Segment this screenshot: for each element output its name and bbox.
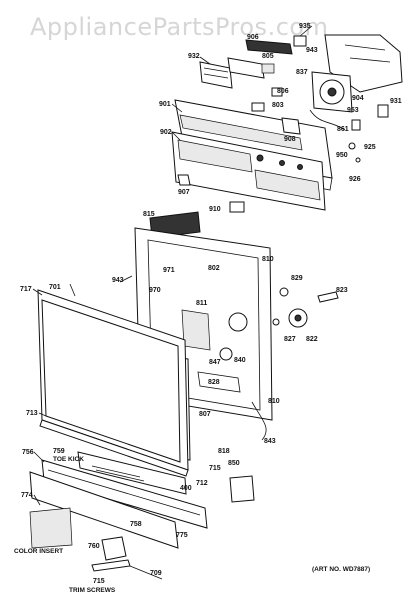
part-label: 760	[88, 543, 100, 550]
part-label: 906	[247, 34, 259, 41]
toe-kick	[77, 451, 187, 495]
part-label: 850	[228, 460, 240, 467]
part-label: 953	[347, 107, 359, 114]
part-label: 400	[180, 485, 192, 492]
part-label: 971	[163, 267, 175, 274]
part-label: 829	[291, 275, 303, 282]
part-label: 713	[26, 410, 38, 417]
part-label: 756	[22, 449, 34, 456]
part-label: 843	[264, 438, 276, 445]
part-label: 943	[112, 277, 124, 284]
part-label: 935	[299, 23, 311, 30]
toe-kick-assembly	[29, 451, 255, 572]
art-number: (ART NO. WD7887)	[312, 566, 370, 573]
part-label: 715	[93, 578, 105, 585]
part-label: 810	[262, 256, 274, 263]
part-label: 943	[306, 47, 318, 54]
part-label: 861	[337, 126, 349, 133]
part-label: 717	[20, 286, 32, 293]
part-label: 803	[272, 102, 284, 109]
part-label: 815	[143, 211, 155, 218]
part-label: 715	[209, 465, 221, 472]
outer-door-panel-assembly	[37, 283, 189, 477]
part-label: 828	[208, 379, 220, 386]
part-labels: 935 906 932 943 805 837 904 931 806 901 …	[20, 23, 402, 585]
part-label: 908	[284, 136, 296, 143]
watermark: AppliancePartsPros.com	[30, 13, 328, 41]
part-label: 806	[277, 88, 289, 95]
color-insert-caption: COLOR INSERT	[14, 548, 63, 555]
toe-kick-caption: TOE KICK	[53, 456, 84, 463]
part-label: 970	[149, 287, 161, 294]
bottom-trim	[41, 459, 208, 529]
part-label: 822	[306, 336, 318, 343]
trim-screws-caption: TRIM SCREWS	[69, 587, 116, 594]
part-label: 818	[218, 448, 230, 455]
part-label: 805	[262, 53, 274, 60]
part-label: 910	[209, 206, 221, 213]
part-label: 925	[364, 144, 376, 151]
part-label: 950	[336, 152, 348, 159]
part-label: 847	[209, 359, 221, 366]
part-label: 712	[196, 480, 208, 487]
part-label: 758	[130, 521, 142, 528]
button-strip	[245, 39, 293, 55]
part-label: 775	[176, 532, 188, 539]
part-label: 774	[21, 492, 33, 499]
part-label: 759	[53, 448, 65, 455]
part-label: 701	[49, 284, 61, 291]
part-label: 709	[150, 570, 162, 577]
trim-panel	[29, 471, 179, 549]
part-label: 802	[208, 265, 220, 272]
part-label: 840	[234, 357, 246, 364]
color-insert	[29, 507, 73, 549]
part-label: 926	[349, 176, 361, 183]
part-label: 907	[178, 189, 190, 196]
part-label: 811	[196, 300, 207, 307]
part-label: 823	[336, 287, 348, 294]
door-panel	[41, 299, 181, 463]
part-label: 807	[199, 411, 211, 418]
part-label: 931	[390, 98, 402, 105]
switch-block	[199, 61, 233, 89]
part-935	[293, 35, 307, 47]
part-label: 902	[160, 129, 172, 136]
part-label: 901	[159, 101, 171, 108]
part-label: 810	[268, 398, 280, 405]
part-label: 837	[296, 69, 308, 76]
part-label: 827	[284, 336, 296, 343]
leader-lines	[32, 25, 313, 580]
control-panel-assembly	[171, 34, 403, 213]
part-label: 932	[188, 53, 200, 60]
part-label: 904	[352, 95, 364, 102]
